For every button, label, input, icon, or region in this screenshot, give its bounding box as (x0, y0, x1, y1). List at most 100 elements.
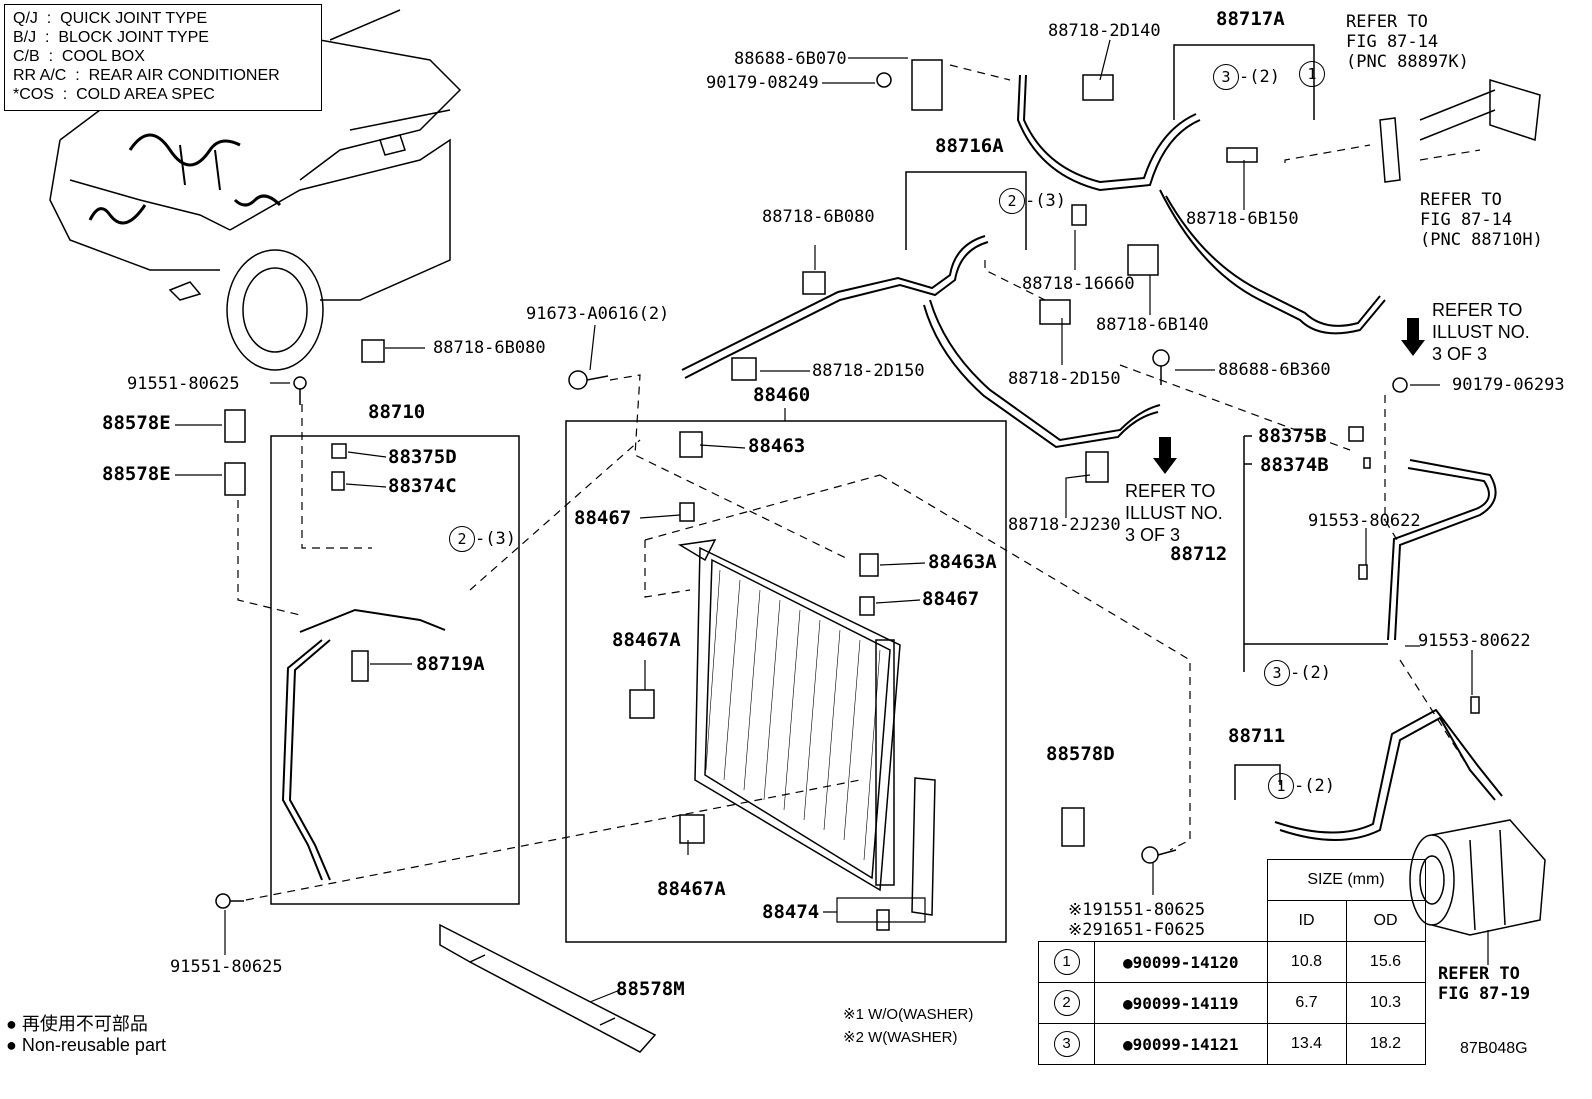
part-label-88375D[interactable]: 88375D (388, 446, 457, 468)
box-88460 (565, 420, 1007, 943)
part-label-88467A[interactable]: 88467A (657, 878, 726, 900)
oring-od: 10.3 (1345, 982, 1426, 1024)
oring-size-table: SIZE (mm) ID OD 1 ●90099-14120 10.8 15.6… (1038, 859, 1426, 1065)
table-row: 3 ●90099-14121 13.4 18.2 (1038, 1023, 1426, 1065)
legend-line: RR A/C : REAR AIR CONDITIONER (13, 67, 280, 84)
figure-code: 87B048G (1460, 1040, 1528, 1057)
circle-mark-icon: 1 (1053, 949, 1080, 975)
bracket-88716A (905, 171, 1027, 250)
refer-fig-87-14-88710H[interactable]: REFER TO FIG 87-14 (PNC 88710H) (1420, 190, 1543, 250)
part-label-88460[interactable]: 88460 (753, 384, 811, 406)
part-label-88718-6B150[interactable]: 88718-6B150 (1186, 209, 1299, 229)
bracket-88578M-art (439, 923, 657, 1053)
non-reusable-note-en: ● Non-reusable part (6, 1035, 166, 1055)
box-88710 (270, 435, 520, 905)
part-label-88578M[interactable]: 88578M (616, 978, 685, 1000)
part-label-88374B[interactable]: 88374B (1260, 454, 1329, 476)
part-label-88467A[interactable]: 88467A (612, 629, 681, 651)
circle-mark-icon: 1 (1299, 61, 1325, 87)
part-label-88719A[interactable]: 88719A (416, 653, 485, 675)
part-label-88718-2D150[interactable]: 88718-2D150 (812, 361, 925, 381)
oring-part-number[interactable]: ●90099-14119 (1094, 982, 1268, 1024)
part-label-88712[interactable]: 88712 (1170, 543, 1228, 565)
oring-qty: -(3) (475, 529, 516, 549)
refer-fig-87-19[interactable]: REFER TO FIG 87-19 (1438, 964, 1531, 1004)
oring-od: 15.6 (1345, 941, 1426, 983)
compressor-art (1409, 819, 1546, 936)
circle-mark-icon: 3 (1213, 64, 1239, 90)
part-label-90179-08249[interactable]: 90179-08249 (706, 73, 819, 93)
oring-ref-3: 3-(2) (1213, 64, 1280, 90)
part-label-88467[interactable]: 88467 (574, 507, 632, 529)
table-row: 1 ●90099-14120 10.8 15.6 (1038, 941, 1426, 983)
small-parts (215, 59, 1541, 931)
ac-pipes (281, 74, 1503, 881)
oring-id: 6.7 (1266, 982, 1347, 1024)
oring-ref-1: 1 (1299, 61, 1325, 87)
oring-ref-2: 2-(3) (999, 188, 1066, 214)
circle-mark-icon: 2 (1053, 990, 1080, 1016)
part-label-88463A[interactable]: 88463A (928, 551, 997, 573)
vehicle-sketch (49, 9, 462, 371)
part-label-88718-16660[interactable]: 88718-16660 (1022, 274, 1135, 294)
oring-id: 10.8 (1266, 941, 1347, 983)
oring-qty: -(2) (1239, 67, 1280, 87)
part-label-88711[interactable]: 88711 (1228, 725, 1286, 747)
legend-line: C/B : COOL BOX (13, 48, 145, 65)
part-label-91553-80622[interactable]: 91553-80622 (1418, 631, 1531, 651)
part-label-88718-2D140[interactable]: 88718-2D140 (1048, 21, 1161, 41)
abbreviation-legend: Q/J : QUICK JOINT TYPE B/J : BLOCK JOINT… (4, 4, 322, 111)
oring-qty: -(3) (1025, 191, 1066, 211)
condenser-art (677, 539, 936, 916)
circle-mark-icon: 2 (999, 188, 1025, 214)
circle-mark-icon: 3 (1053, 1031, 1080, 1057)
part-label-88716A[interactable]: 88716A (935, 135, 1004, 157)
part-label-88688-6B360[interactable]: 88688-6B360 (1218, 360, 1331, 380)
part-label-88710[interactable]: 88710 (368, 401, 426, 423)
oring-ref-1: 1-(2) (1268, 773, 1335, 799)
refer-fig-87-14-88897K[interactable]: REFER TO FIG 87-14 (PNC 88897K) (1346, 12, 1469, 72)
part-label-91551-80625[interactable]: 91551-80625 (127, 374, 240, 394)
circle-mark-icon: 1 (1268, 773, 1294, 799)
non-reusable-note-jp: ● 再使用不可部品 (6, 1014, 148, 1034)
part-label-88467[interactable]: 88467 (922, 588, 980, 610)
part-label-88463[interactable]: 88463 (748, 435, 806, 457)
part-label-88718-2D150[interactable]: 88718-2D150 (1008, 369, 1121, 389)
refer-illust-3-of-3[interactable]: REFER TO ILLUST NO. 3 OF 3 (1125, 481, 1223, 545)
washer-note-1: ※1 W/O(WASHER) (843, 1006, 974, 1023)
part-label-88474[interactable]: 88474 (762, 901, 820, 923)
part-label-88718-6B140[interactable]: 88718-6B140 (1096, 315, 1209, 335)
oring-qty: -(2) (1294, 776, 1335, 796)
part-label-88688-6B070[interactable]: 88688-6B070 (734, 49, 847, 69)
oring-part-number[interactable]: ●90099-14120 (1094, 941, 1268, 983)
oring-od: 18.2 (1345, 1023, 1426, 1065)
part-label-88578E[interactable]: 88578E (102, 463, 171, 485)
part-label-88718-6B080[interactable]: 88718-6B080 (433, 338, 546, 358)
part-label-88375B[interactable]: 88375B (1258, 425, 1327, 447)
arrow-icons (1153, 318, 1425, 474)
part-label-88578D[interactable]: 88578D (1046, 743, 1115, 765)
part-label-88374C[interactable]: 88374C (388, 475, 457, 497)
part-label-88717A[interactable]: 88717A (1216, 8, 1285, 30)
part-label-91551-80625[interactable]: 91551-80625 (170, 957, 283, 977)
part-label-91553-80622[interactable]: 91553-80622 (1308, 511, 1421, 531)
solid-leaders (175, 39, 1489, 1003)
part-label-90179-06293[interactable]: 90179-06293 (1452, 375, 1565, 395)
bracket-88712 (1243, 435, 1388, 672)
table-row: 2 ●90099-14119 6.7 10.3 (1038, 982, 1426, 1024)
part-label-88718-6B080[interactable]: 88718-6B080 (762, 207, 875, 227)
oring-ref-3: 3-(2) (1264, 660, 1331, 686)
oring-part-number[interactable]: ●90099-14121 (1094, 1023, 1268, 1065)
refer-illust-3-of-3[interactable]: REFER TO ILLUST NO. 3 OF 3 (1432, 300, 1530, 364)
legend-line: Q/J : QUICK JOINT TYPE (13, 10, 208, 27)
washer-note-2: ※2 W(WASHER) (843, 1029, 958, 1046)
part-label-91673-A0616[interactable]: 91673-A0616(2) (526, 304, 670, 324)
circle-mark-icon: 2 (449, 526, 475, 552)
part-label-88718-2J230[interactable]: 88718-2J230 (1008, 515, 1121, 535)
oring-id: 13.4 (1266, 1023, 1347, 1065)
col-od-header: OD (1345, 900, 1426, 942)
part-label-88578E[interactable]: 88578E (102, 412, 171, 434)
oring-ref-2: 2-(3) (449, 526, 516, 552)
